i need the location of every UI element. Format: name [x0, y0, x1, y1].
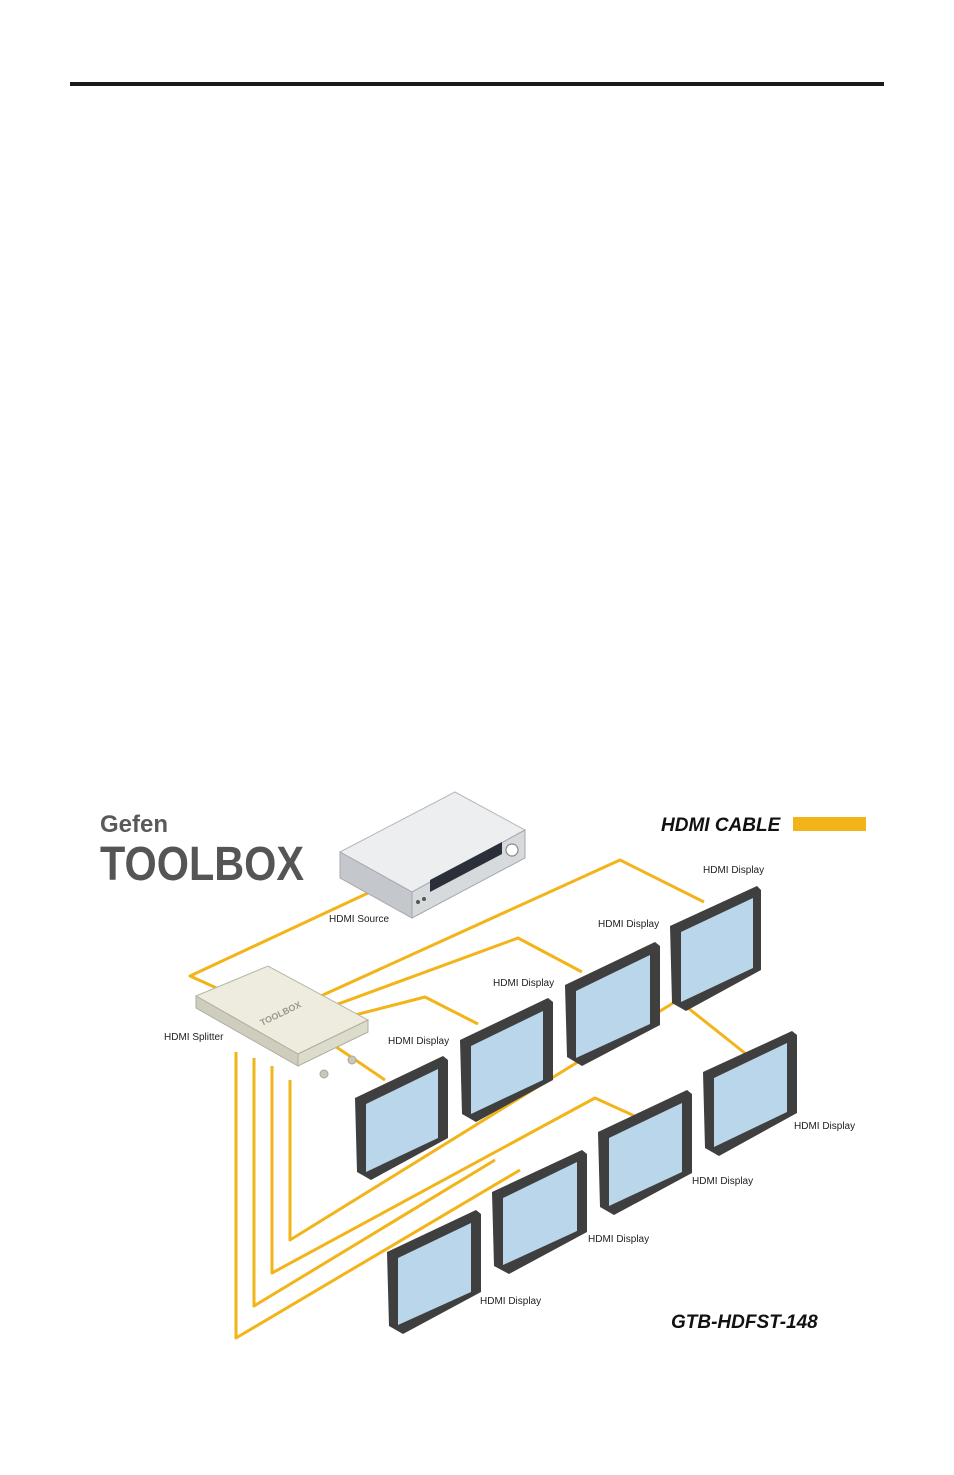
display-label-2: HDMI Display — [598, 919, 659, 930]
display-label-4: HDMI Display — [388, 1036, 449, 1047]
source-label: HDMI Source — [329, 914, 389, 925]
display-7 — [492, 1150, 587, 1274]
splitter-label: HDMI Splitter — [164, 1032, 224, 1043]
display-label-6: HDMI Display — [692, 1176, 753, 1187]
cable-source-splitter — [188, 878, 397, 997]
display-label-5: HDMI Display — [794, 1121, 855, 1132]
hdmi-splitter-device: TOOLBOX — [194, 965, 370, 1079]
legend: HDMI CABLE — [661, 815, 866, 836]
cable-display-5 — [234, 1052, 521, 1340]
display-label-3: HDMI Display — [493, 978, 554, 989]
hdmi-source-device — [338, 791, 527, 919]
cable-display-1 — [289, 858, 705, 1012]
display-label-7: HDMI Display — [588, 1234, 649, 1245]
display-3 — [460, 998, 553, 1122]
display-2 — [565, 942, 660, 1066]
cable-display-7 — [270, 1066, 651, 1275]
brand-gefen: Gefen — [100, 811, 168, 838]
cable-display-6 — [252, 1058, 496, 1308]
cable-display-8 — [288, 998, 747, 1242]
display-1 — [670, 886, 761, 1011]
gefen-toolbox-logo: Gefen TOOLBOX — [100, 811, 304, 891]
display-label-1: HDMI Display — [703, 865, 764, 876]
top-rule — [70, 82, 884, 86]
display-6 — [598, 1090, 692, 1215]
legend-swatch — [793, 817, 866, 831]
model-name: GTB-HDFST-148 — [671, 1312, 818, 1333]
display-5 — [703, 1031, 797, 1156]
display-4 — [355, 1056, 448, 1180]
display-8 — [387, 1210, 481, 1334]
brand-toolbox: TOOLBOX — [100, 838, 304, 891]
legend-label: HDMI CABLE — [661, 815, 782, 836]
cable-display-2 — [299, 936, 583, 1020]
display-label-8: HDMI Display — [480, 1296, 541, 1307]
